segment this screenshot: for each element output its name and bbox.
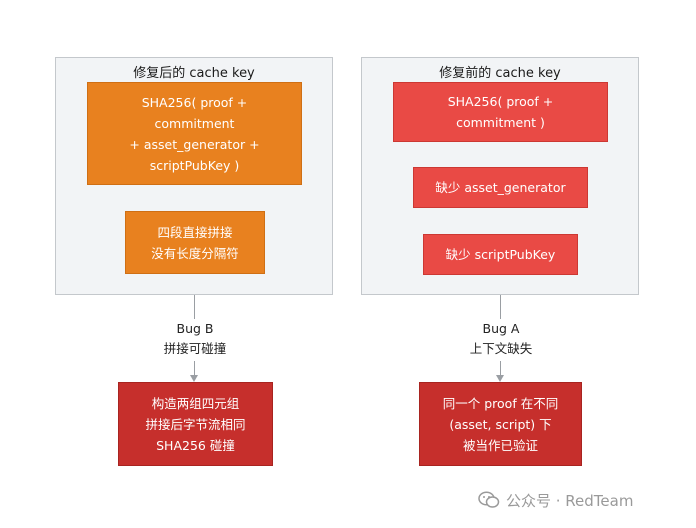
bug-b-arrowhead (190, 375, 198, 382)
missing-scriptpubkey-box: 缺少 scriptPubKey (423, 234, 578, 275)
bug-b-label: Bug B 拼接可碰撞 (163, 321, 227, 356)
bug-a-arrowhead (496, 375, 504, 382)
bug-b-connector-lower (194, 361, 195, 376)
missing-asset-generator-box: 缺少 asset_generator (413, 167, 588, 208)
watermark-text: 公众号 · RedTeam (506, 491, 634, 510)
bug-a-result-box: 同一个 proof 在不同 (asset, script) 下 被当作已验证 (419, 382, 582, 466)
concat-note-box: 四段直接拼接 没有长度分隔符 (125, 211, 265, 274)
bug-b-result-box: 构造两组四元组 拼接后字节流相同 SHA256 碰撞 (118, 382, 273, 466)
watermark: 公众号 · RedTeam (478, 488, 688, 512)
bug-b-connector (194, 295, 195, 319)
bug-a-connector (500, 295, 501, 319)
left-panel-title: 修复后的 cache key (133, 66, 255, 81)
old-hash-box: SHA256( proof + commitment ) (393, 82, 608, 142)
fixed-hash-box: SHA256( proof + commitment + asset_gener… (87, 82, 302, 185)
right-panel-title: 修复前的 cache key (439, 66, 561, 81)
bug-a-connector-lower (500, 361, 501, 376)
wechat-icon (478, 491, 500, 508)
bug-a-label: Bug A 上下文缺失 (469, 321, 533, 356)
